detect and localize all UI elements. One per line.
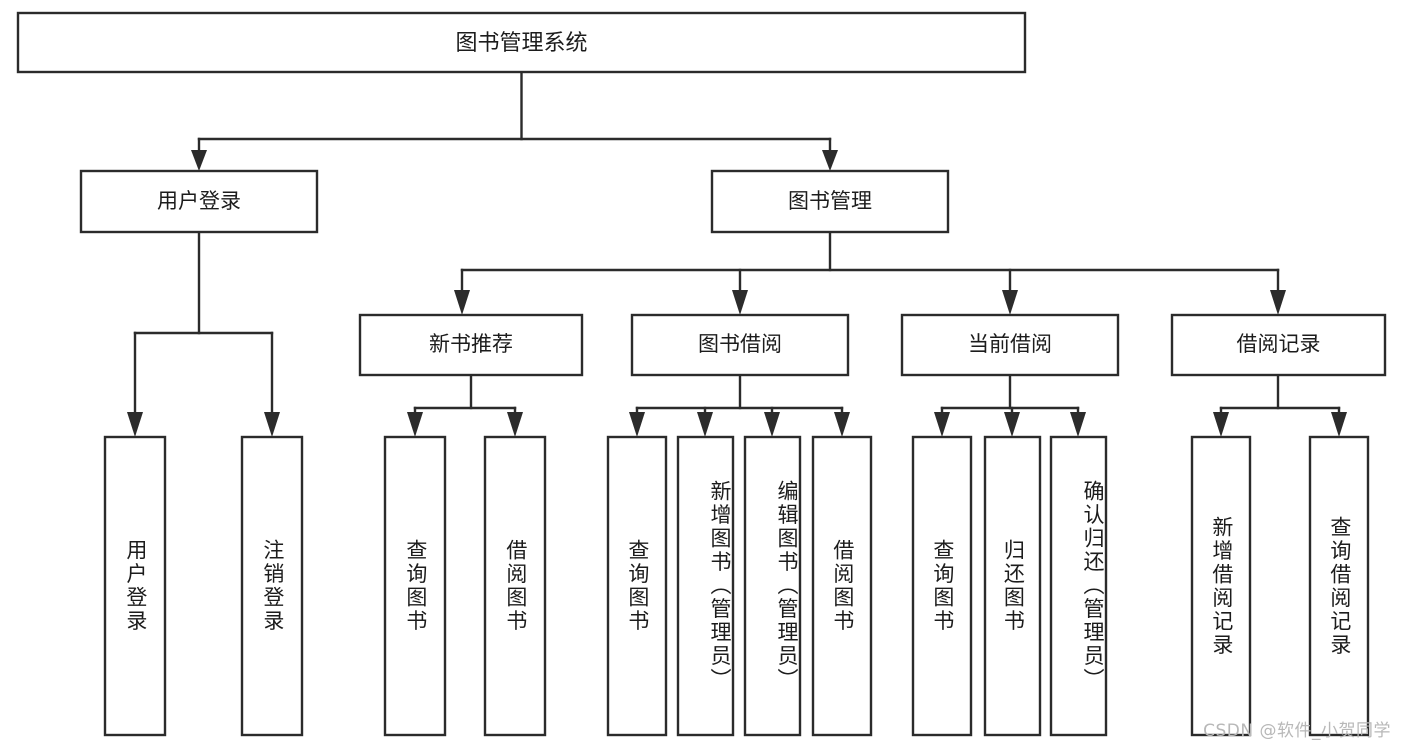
arrow-head-leaf-add-record bbox=[1213, 412, 1229, 437]
arrow-head-leaf-confirm-return bbox=[1070, 412, 1086, 437]
node-new-book-rec-label: 新书推荐 bbox=[429, 332, 513, 356]
node-leaf-user-logout-box[interactable] bbox=[240, 435, 304, 737]
arrow-head-book-borrow bbox=[732, 290, 748, 315]
arrow-head-leaf-query-book-2 bbox=[629, 412, 645, 437]
csdn-watermark: CSDN @软件_小贺同学 bbox=[1203, 721, 1391, 741]
node-book-borrow-box[interactable] bbox=[630, 313, 850, 377]
arrow-head-leaf-query-record bbox=[1331, 412, 1347, 437]
node-leaf-borrow-book-1-box[interactable] bbox=[483, 435, 547, 737]
arrow-head-leaf-user-logout bbox=[264, 412, 280, 437]
node-leaf-borrow-book-2-box[interactable] bbox=[811, 435, 873, 737]
node-leaf-query-book-2-box[interactable] bbox=[606, 435, 668, 737]
node-leaf-add-record-box[interactable] bbox=[1190, 435, 1252, 737]
node-root-label: 图书管理系统 bbox=[455, 31, 587, 56]
arrow-head-leaf-return-book bbox=[1004, 412, 1020, 437]
arrow-head-new-book-rec bbox=[454, 290, 470, 315]
arrow-head-leaf-edit-book bbox=[764, 412, 780, 437]
arrow-head-leaf-add-book bbox=[697, 412, 713, 437]
node-book-manage-box[interactable] bbox=[710, 169, 950, 234]
nodes-layer: 图书管理系统 用户登录 图书管理 新书推荐 图书借阅 当前借阅 借阅记录 bbox=[16, 11, 1387, 737]
arrow-head-user-login bbox=[191, 150, 207, 171]
arrow-head-leaf-borrow-book-2 bbox=[834, 412, 850, 437]
node-leaf-user-login-box[interactable] bbox=[103, 435, 167, 737]
arrow-head-leaf-borrow-book-1 bbox=[507, 412, 523, 437]
arrow-head-leaf-query-book-3 bbox=[934, 412, 950, 437]
node-leaf-edit-book-box[interactable] bbox=[743, 435, 802, 737]
node-leaf-query-book-1-box[interactable] bbox=[383, 435, 447, 737]
arrow-head-leaf-query-book-1 bbox=[407, 412, 423, 437]
node-current-borrow-box[interactable] bbox=[900, 313, 1120, 377]
node-leaf-query-book-3-box[interactable] bbox=[911, 435, 973, 737]
node-book-manage-label: 图书管理 bbox=[788, 189, 872, 213]
arrow-head-borrow-record bbox=[1270, 290, 1286, 315]
arrow-head-book-manage bbox=[822, 150, 838, 171]
node-leaf-query-record-box[interactable] bbox=[1308, 435, 1370, 737]
node-new-book-rec-box[interactable] bbox=[358, 313, 584, 377]
node-borrow-record-box[interactable] bbox=[1170, 313, 1387, 377]
arrow-head-leaf-user-login bbox=[127, 412, 143, 437]
node-root-box[interactable] bbox=[16, 11, 1027, 74]
node-borrow-record-label: 借阅记录 bbox=[1237, 332, 1321, 356]
node-leaf-return-book-box[interactable] bbox=[983, 435, 1042, 737]
node-leaf-confirm-return-box[interactable] bbox=[1049, 435, 1108, 737]
edges-layer bbox=[127, 70, 1347, 437]
node-leaf-add-book-box[interactable] bbox=[676, 435, 735, 737]
node-book-borrow-label: 图书借阅 bbox=[698, 332, 782, 356]
node-current-borrow-label: 当前借阅 bbox=[968, 332, 1052, 356]
arrow-head-current-borrow bbox=[1002, 290, 1018, 315]
node-user-login-box[interactable] bbox=[79, 169, 319, 234]
node-user-login-label: 用户登录 bbox=[157, 189, 241, 213]
